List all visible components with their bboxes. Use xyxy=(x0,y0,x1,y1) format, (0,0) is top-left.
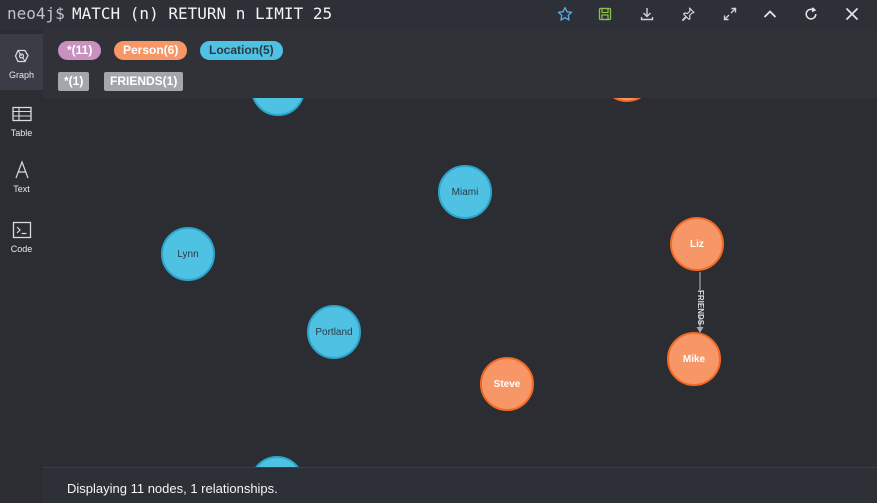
sidebar-item-label: Text xyxy=(13,184,30,194)
sidebar-item-label: Table xyxy=(10,128,33,138)
close-button[interactable] xyxy=(838,1,866,27)
pin-button[interactable] xyxy=(674,1,702,27)
legend-all-relationships[interactable]: *(1) xyxy=(58,72,90,91)
legend-location[interactable]: Location(5) xyxy=(200,41,283,60)
favorite-button[interactable] xyxy=(551,1,579,27)
refresh-icon xyxy=(805,7,817,20)
view-sidebar: Graph Table Text Code xyxy=(0,30,43,502)
text-icon xyxy=(14,160,29,179)
graph-legend: *(11) Person(6) Location(5) *(1) FRIENDS… xyxy=(43,30,877,98)
graph-node[interactable] xyxy=(600,98,654,102)
graph-node[interactable] xyxy=(251,98,305,116)
query-text[interactable]: MATCH (n) RETURN n LIMIT 25 xyxy=(72,4,333,23)
download-icon xyxy=(640,8,654,21)
graph-node-lynn[interactable]: Lynn xyxy=(161,227,215,281)
fullscreen-button[interactable] xyxy=(716,1,744,27)
status-bar: Displaying 11 nodes, 1 relationships. xyxy=(43,467,877,503)
legend-person[interactable]: Person(6) xyxy=(114,41,188,60)
graph-node-liz[interactable]: Liz xyxy=(670,217,724,271)
sidebar-item-text[interactable]: Text xyxy=(0,148,43,204)
save-button[interactable] xyxy=(591,1,619,27)
rerun-button[interactable] xyxy=(797,1,825,27)
status-text: Displaying 11 nodes, 1 relationships. xyxy=(67,481,278,496)
prompt-label: neo4j$ xyxy=(7,4,65,23)
chevron-up-icon xyxy=(763,10,777,18)
pin-icon xyxy=(681,7,695,22)
table-icon xyxy=(11,106,32,122)
save-icon xyxy=(598,7,612,21)
sidebar-item-table[interactable]: Table xyxy=(0,92,43,148)
relationship-label: FRIENDS xyxy=(695,290,705,326)
graph-node-mike[interactable]: Mike xyxy=(667,332,721,386)
query-header: neo4j$ MATCH (n) RETURN n LIMIT 25 xyxy=(0,0,877,30)
sidebar-item-label: Graph xyxy=(8,70,34,80)
expand-icon xyxy=(723,7,737,21)
legend-friends[interactable]: FRIENDS(1) xyxy=(104,72,184,91)
close-icon xyxy=(845,7,859,21)
graph-node-portland[interactable]: Portland xyxy=(307,305,361,359)
sidebar-item-code[interactable]: Code xyxy=(0,208,43,264)
graph-node-steve[interactable]: Steve xyxy=(480,357,534,411)
code-icon xyxy=(12,221,31,239)
star-icon xyxy=(557,6,573,21)
legend-all-nodes[interactable]: *(11) xyxy=(58,41,102,60)
download-button[interactable] xyxy=(633,1,661,27)
graph-icon xyxy=(14,49,29,63)
sidebar-item-graph[interactable]: Graph xyxy=(0,34,43,90)
graph-node-miami[interactable]: Miami xyxy=(438,165,492,219)
collapse-button[interactable] xyxy=(756,1,784,27)
graph-canvas[interactable]: Miami Lynn Portland Liz Mike Steve FRIEN… xyxy=(43,98,877,468)
sidebar-item-label: Code xyxy=(10,244,33,254)
